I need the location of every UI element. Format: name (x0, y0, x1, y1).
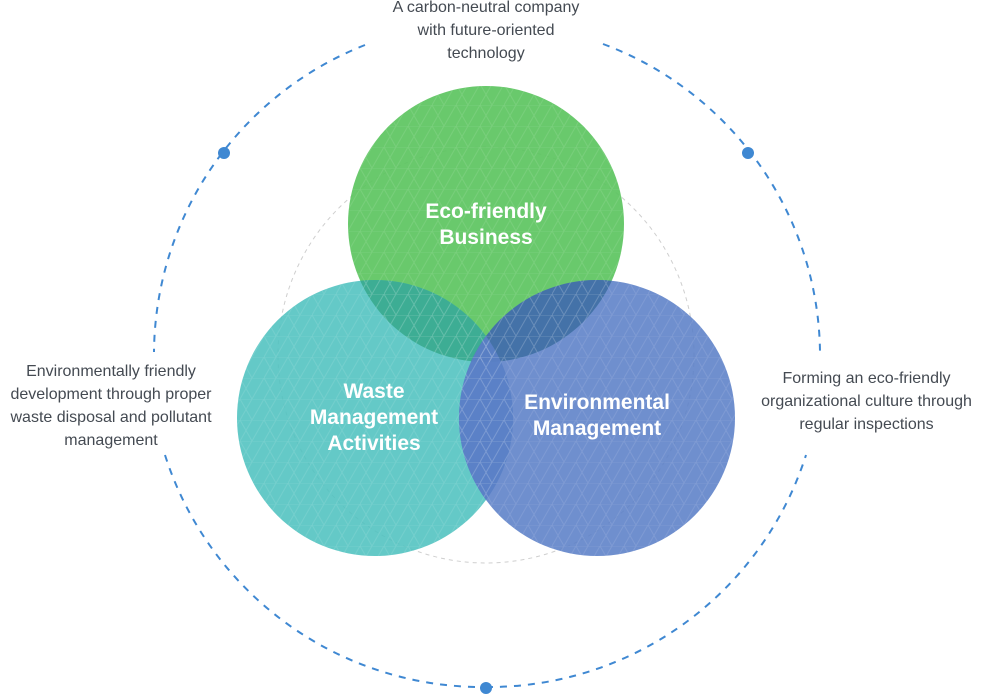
outer-ring-arc-top-right (602, 43, 821, 353)
circle-texture (237, 86, 735, 556)
label-environmental-management: Environmental Management (524, 391, 670, 440)
outer-ring-arc-bottom-right (485, 454, 807, 689)
outer-dashed-ring (153, 43, 821, 689)
outer-ring-arc-top-left (153, 44, 366, 353)
ring-dot-icon (742, 147, 754, 159)
ring-dot-icon (218, 147, 230, 159)
label-eco-friendly-business: Eco-friendly Business (425, 200, 547, 249)
caption-top: A carbon-neutral company with future-ori… (392, 0, 580, 62)
ring-dot-icon (480, 682, 492, 694)
caption-right: Forming an eco-friendly organizational c… (761, 370, 972, 433)
caption-left: Environmentally friendly development thr… (10, 363, 212, 449)
label-waste-management-activities: Waste Management Activities (309, 380, 439, 455)
outer-ring-arc-bottom-left (164, 454, 487, 689)
